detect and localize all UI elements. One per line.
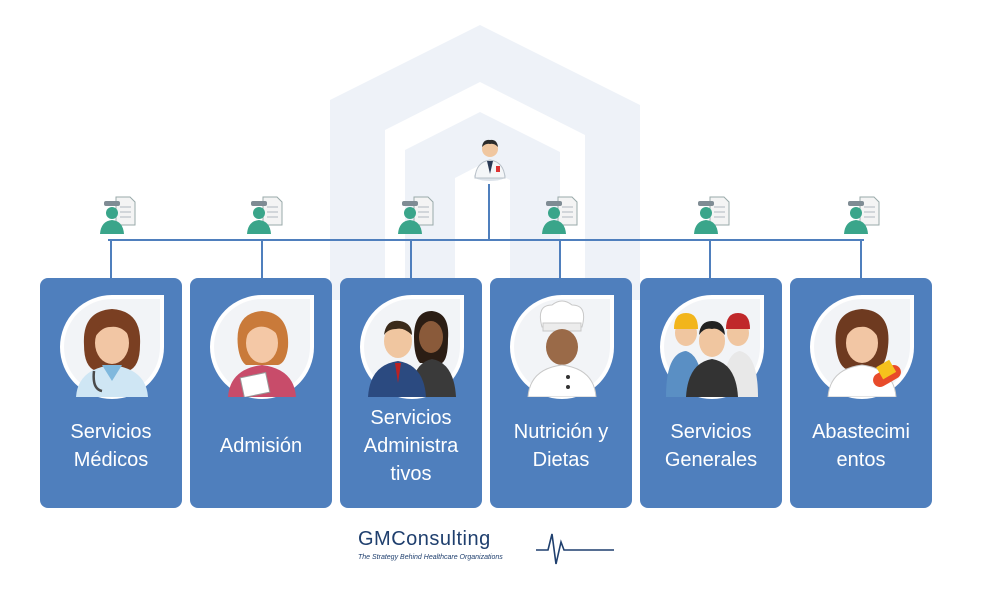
org-node-servicios-administrativos: Servicios Administra tivos <box>340 278 482 508</box>
node-label: Nutrición y Dietas <box>513 421 609 471</box>
org-node-nutricion-y-dietas: Nutrición y Dietas <box>490 278 632 508</box>
user-document-icon <box>844 196 880 234</box>
org-node-servicios-generales: Servicios Generales <box>640 278 782 508</box>
user-document-icon <box>542 196 578 234</box>
logo-name: GMConsulting <box>358 528 491 550</box>
org-node-admision: Admisión <box>190 278 332 508</box>
user-document-icon <box>398 196 434 234</box>
doctor-icon <box>474 139 506 181</box>
female-doctor-icon <box>64 299 160 397</box>
org-node-servicios-medicos: Servicios Médicos <box>40 278 182 508</box>
user-document-icon <box>100 196 136 234</box>
pharmacist-icon <box>814 299 910 397</box>
node-label: Servicios Médicos <box>70 421 152 471</box>
administrative-staff-icon <box>364 299 460 397</box>
node-label: Abastecimi entos <box>812 421 910 471</box>
general-workers-icon <box>664 299 760 397</box>
node-label: Admisión <box>219 435 303 457</box>
heartbeat-line-icon <box>536 533 614 565</box>
receptionist-icon <box>214 299 310 397</box>
user-document-icon <box>694 196 730 234</box>
gmconsulting-logo: GMConsulting The Strategy Behind Healthc… <box>354 524 614 572</box>
logo-tagline: The Strategy Behind Healthcare Organizat… <box>358 554 503 561</box>
node-label: Servicios Administra tivos <box>363 407 459 485</box>
node-label: Servicios Generales <box>664 421 758 471</box>
org-node-abastecimientos: Abastecimi entos <box>790 278 932 508</box>
chef-icon <box>514 299 610 397</box>
user-document-icon <box>247 196 283 234</box>
